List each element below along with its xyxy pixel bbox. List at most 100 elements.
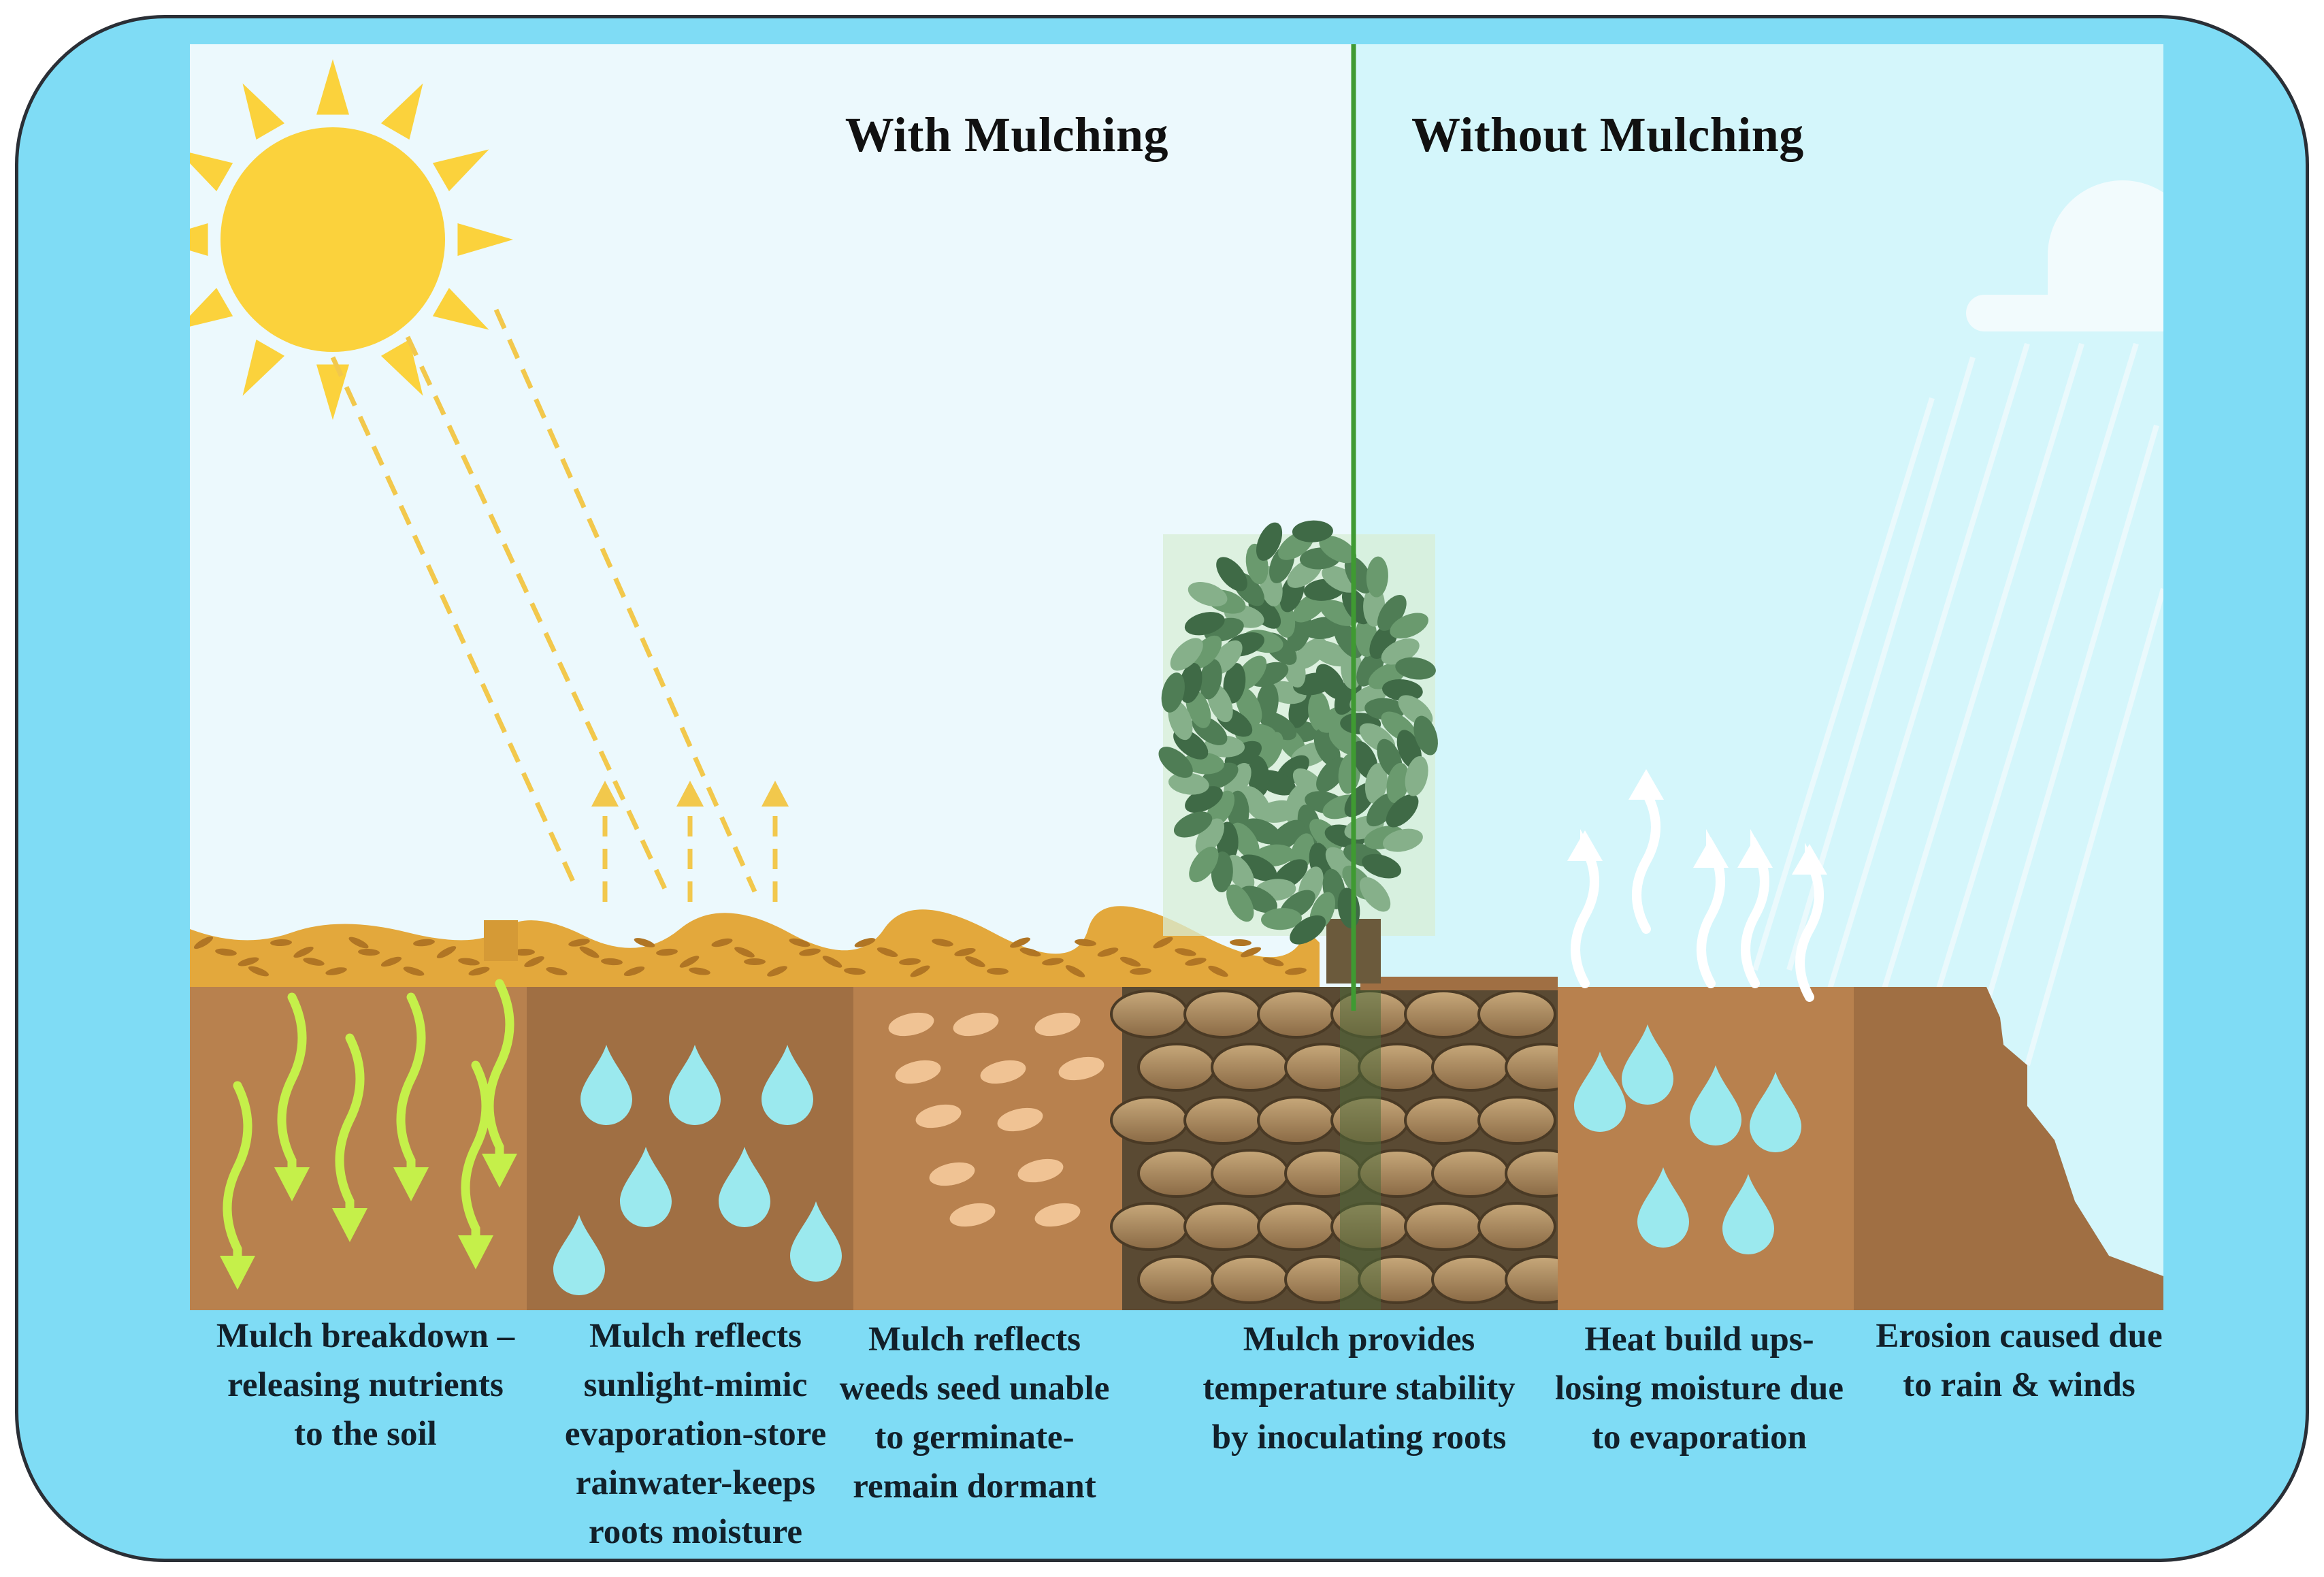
plant-icon [1158, 520, 1438, 983]
caption-line: to the soil [294, 1415, 437, 1453]
nutrient-arrow [335, 1033, 365, 1226]
mulch-chip [579, 946, 600, 958]
mulch-chip [1208, 965, 1228, 977]
vapor-arrow-head [1792, 844, 1827, 875]
sun-ray [380, 83, 423, 140]
mulch-chip [634, 938, 655, 947]
heading-without-mulching: Without Mulching [1411, 108, 1804, 162]
seed-icon [888, 1012, 1104, 1227]
sun-ray [242, 83, 285, 140]
plant-leaf [1161, 672, 1185, 713]
potato [1211, 1043, 1290, 1092]
sun-ray [190, 287, 233, 327]
seed [949, 1203, 996, 1227]
plant-leaf [1261, 908, 1302, 930]
scene-illustration [190, 44, 2163, 1310]
potato [1211, 1149, 1290, 1198]
plant-leaf [1390, 613, 1428, 639]
mulch-chip [248, 966, 269, 977]
caption-line: evaporation-store [564, 1415, 827, 1453]
soil-erosion-panel [1854, 987, 2163, 1310]
mulch-chip [1010, 937, 1030, 948]
plant-leaf [1341, 587, 1371, 625]
sun-ray [316, 364, 349, 420]
caption-line: Mulch provides [1243, 1320, 1475, 1359]
sun-ray [316, 59, 349, 115]
caption-erosion: Erosion caused due to rain & winds [1842, 1312, 2196, 1410]
plant-leaf [1226, 884, 1254, 922]
potato [1183, 990, 1262, 1039]
mulch-chip [524, 956, 544, 967]
diagram-scene: With Mulching Without Mulching [190, 44, 2163, 1310]
plant-leaf [1386, 794, 1419, 828]
vapor-arrow [1632, 788, 1660, 934]
mulch-chip [844, 967, 866, 975]
potato [1404, 1202, 1483, 1251]
seed [915, 1104, 962, 1128]
plant-leaf [1316, 757, 1347, 792]
plant-leaf [1381, 679, 1423, 702]
mulch-chip [711, 938, 733, 947]
mulch-chip [1175, 948, 1196, 956]
sunlight-rays [330, 308, 757, 893]
caption-line: roots moisture [589, 1513, 802, 1551]
plant-leaf [1386, 762, 1409, 804]
mulch-chip [413, 939, 435, 947]
sun-ray [432, 149, 489, 192]
mulch-chip [1262, 957, 1284, 966]
caption-line: weeds seed unable [839, 1369, 1110, 1408]
mulch-chip [899, 958, 921, 966]
mulch-chip [293, 946, 314, 958]
potato [1183, 1202, 1262, 1251]
potato [1211, 1255, 1290, 1304]
vapor-arrow-icon [1567, 769, 1827, 1002]
nutrient-arrow-head [274, 1167, 310, 1201]
vapor-arrow-head [1737, 837, 1773, 868]
soil-heat-panel [1558, 987, 1854, 1310]
mulch-chip [1097, 947, 1119, 957]
caption-line: to rain & winds [1903, 1366, 2135, 1404]
plant-leaf [1382, 828, 1423, 852]
plant-leaf [1270, 819, 1305, 851]
bare-soil-top [1360, 977, 1558, 990]
potato [1477, 1202, 1556, 1251]
seed [929, 1162, 975, 1186]
mulch-chip [799, 948, 821, 956]
caption-heat: Heat build ups- losing moisture due to e… [1522, 1315, 1876, 1462]
caption-line: rainwater-keeps [575, 1464, 816, 1502]
plant-leaf [1290, 915, 1326, 945]
caption-temperature: Mulch provides temperature stability by … [1175, 1315, 1543, 1462]
plant-leaf [1256, 522, 1283, 561]
plant-leaf [1315, 664, 1346, 700]
mulch-chip [822, 956, 842, 968]
water-drop [1622, 1024, 1673, 1105]
water-drop-icon [553, 1024, 1801, 1295]
mulch-chip [854, 938, 876, 947]
mulch-chip [215, 948, 237, 956]
caption-line: to evaporation [1592, 1418, 1807, 1457]
sun-ray [457, 223, 513, 256]
nutrient-arrow [277, 992, 307, 1186]
plant-leaf [1168, 773, 1209, 795]
caption-nutrients: Mulch breakdown – releasing nutrients to… [175, 1312, 556, 1459]
mulch-chip [546, 966, 568, 976]
sun-ray [242, 339, 285, 396]
sun-ray [380, 339, 423, 396]
plant-leaf [1184, 612, 1225, 636]
nutrient-arrow [485, 979, 514, 1172]
sun-ray [190, 223, 208, 256]
potato [1137, 1149, 1216, 1198]
nutrient-arrow-head [332, 1208, 367, 1242]
mulch-chip [1185, 958, 1207, 966]
cloud-icon [1966, 180, 2163, 331]
plant-leaf [1319, 535, 1357, 564]
mulch-chip [1119, 956, 1141, 967]
plant-leaf [1366, 792, 1398, 827]
mulch-chip [380, 956, 402, 967]
plant-leaf [1223, 663, 1246, 704]
potato [1431, 1149, 1510, 1198]
seed [953, 1012, 999, 1037]
potato [1110, 1202, 1189, 1251]
mulch-chip [689, 967, 710, 975]
root-stem [1340, 987, 1381, 1310]
